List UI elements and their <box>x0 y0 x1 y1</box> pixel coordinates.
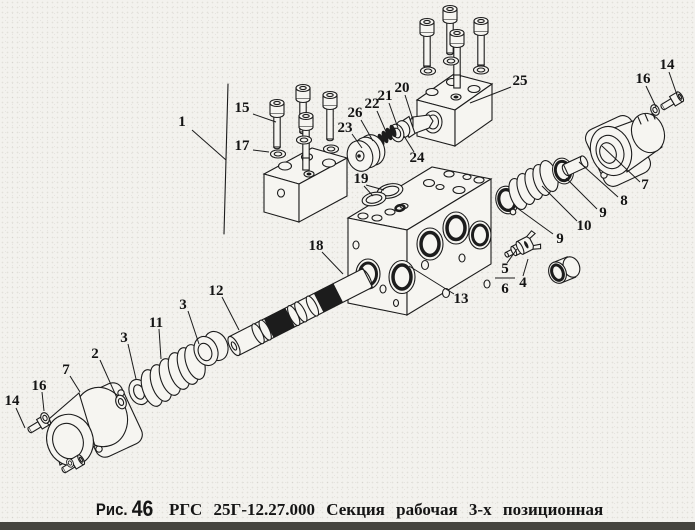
leader-line-15 <box>252 113 277 123</box>
leader-line-13 <box>408 265 455 295</box>
leader-line-9-left <box>512 204 554 235</box>
scan-edge-band <box>0 522 695 530</box>
callout-15: 15 <box>235 100 250 116</box>
cap-7-right <box>584 111 666 187</box>
leader-line-11 <box>158 328 162 360</box>
washer-17 <box>322 144 340 154</box>
leader-line-19 <box>365 184 385 191</box>
washer-17 <box>442 56 460 66</box>
leader-line-14-top <box>668 71 678 96</box>
callout-7-right: 7 <box>641 177 649 193</box>
screw-15 <box>322 90 338 142</box>
leader-line-7-right <box>601 145 641 183</box>
leader-line-12 <box>221 296 240 331</box>
leader-line-3-right <box>187 310 200 345</box>
callout-21: 21 <box>378 88 393 104</box>
callout-17: 17 <box>235 138 251 154</box>
callout-26: 26 <box>348 105 364 121</box>
leader-line-22 <box>376 110 388 135</box>
leader-line-26 <box>360 119 374 142</box>
leader-line-16-left <box>41 391 45 412</box>
figure-label: Рис. 46 <box>95 496 154 521</box>
leader-line-4 <box>522 258 529 277</box>
leader-line-2 <box>99 359 118 399</box>
callout-3-left: 3 <box>120 330 128 346</box>
main-valve-body-13 <box>346 166 493 316</box>
o-ring-19 <box>394 203 406 213</box>
leader-line-21 <box>388 102 399 129</box>
leader-line-5 <box>506 248 518 264</box>
figure-title: Секция рабочая 3-х позиционная <box>326 500 604 519</box>
figure-caption: Рис. 46 РГС 25Г-12.27.000 Секция рабочая … <box>0 496 695 522</box>
leader-line-1 <box>191 129 227 161</box>
callout-20: 20 <box>395 80 410 96</box>
check-valve-4 <box>504 230 542 258</box>
o-ring-19 <box>361 191 387 207</box>
callout-23: 23 <box>338 120 353 136</box>
section-line-1 <box>223 83 229 235</box>
screw-15 <box>449 28 465 89</box>
leader-line-16-top <box>645 85 657 108</box>
leader-line-23 <box>351 133 363 149</box>
leader-line-20 <box>404 94 414 121</box>
adjuster-assembly <box>346 114 434 172</box>
callout-13: 13 <box>454 291 469 307</box>
screw-15 <box>269 98 285 150</box>
callout-18: 18 <box>309 238 324 254</box>
callout-22: 22 <box>365 96 380 112</box>
leader-line-9-right <box>565 177 598 210</box>
callout-10: 10 <box>577 218 592 234</box>
callout-24: 24 <box>410 150 426 166</box>
plug <box>548 256 581 284</box>
screw-14 <box>658 90 686 114</box>
callout-6: 6 <box>501 281 509 297</box>
leader-line-3-left <box>127 343 137 380</box>
screw-15 <box>419 17 435 69</box>
leader-line-24 <box>403 135 415 153</box>
leader-line-8 <box>578 161 619 198</box>
leader-line-10 <box>541 185 578 222</box>
callout-9-left: 9 <box>556 231 564 247</box>
screw-15 <box>473 16 489 68</box>
callout-19: 19 <box>354 171 369 187</box>
callout-8: 8 <box>620 193 628 209</box>
callout-5: 5 <box>501 261 509 277</box>
callout-2: 2 <box>91 346 99 362</box>
callout-11: 11 <box>149 315 163 331</box>
callout-9-right: 9 <box>599 205 607 221</box>
washer-17 <box>295 135 313 145</box>
leader-line-25 <box>469 86 512 104</box>
callout-25: 25 <box>513 73 528 89</box>
callout-14-left: 14 <box>5 393 21 409</box>
screw-15 <box>298 111 314 171</box>
callout-14-top: 14 <box>660 57 676 73</box>
spring-seat-3 <box>193 330 229 367</box>
washer-17 <box>269 149 287 159</box>
spring-11 <box>140 344 206 407</box>
callout-1: 1 <box>178 114 186 130</box>
figure-code: РГС 25Г-12.27.000 <box>169 500 315 519</box>
leader-line-18 <box>321 251 344 275</box>
washer-17 <box>419 66 437 76</box>
callout-4: 4 <box>519 275 527 291</box>
callout-12: 12 <box>209 283 224 299</box>
callout-16-top: 16 <box>636 71 652 87</box>
leader-line-19 <box>363 185 374 197</box>
seat-8 <box>561 155 589 177</box>
callout-16-left: 16 <box>32 378 48 394</box>
callout-3-right: 3 <box>179 297 187 313</box>
leader-line-14-left <box>15 407 26 429</box>
spool-12 <box>227 267 374 357</box>
knob-23 <box>346 134 386 172</box>
washer-2 <box>115 394 127 410</box>
washer-17 <box>472 65 490 75</box>
leader-line-17 <box>252 149 270 153</box>
leader-line-7-left <box>69 375 81 393</box>
ring-9 <box>491 182 523 218</box>
callout-7-left: 7 <box>62 362 70 378</box>
